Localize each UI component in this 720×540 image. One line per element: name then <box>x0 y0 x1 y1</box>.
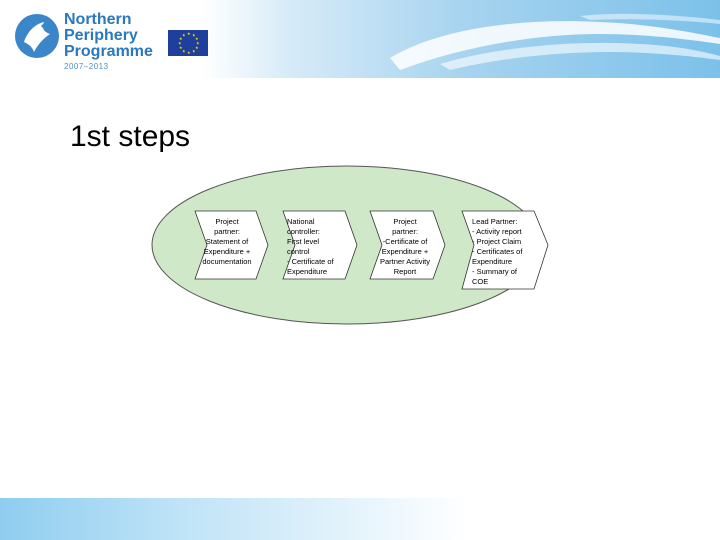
step-1-text: Project partner: Statement of Expenditur… <box>202 217 252 266</box>
step-2-text: National controller: First level control… <box>287 217 334 276</box>
header-swoosh-decoration <box>390 13 720 70</box>
chevron-step-4 <box>461 210 549 290</box>
logo-wordmark: Northern Periphery Programme <box>64 12 153 60</box>
svg-text:★: ★ <box>195 45 199 50</box>
logo-line-1: Northern <box>64 11 132 28</box>
logo-line-3: Programme <box>64 43 153 60</box>
logo-years: 2007–2013 <box>64 62 109 71</box>
svg-text:★: ★ <box>179 36 183 41</box>
logo-line-2: Periphery <box>64 27 138 44</box>
footer-banner <box>0 498 720 540</box>
slide-title: 1st steps <box>70 120 191 153</box>
svg-text:★: ★ <box>182 33 186 38</box>
process-diagram-shapes <box>151 165 549 325</box>
svg-text:★: ★ <box>196 41 200 46</box>
svg-text:★: ★ <box>187 50 191 55</box>
eu-flag-icon: ★ ★ ★ ★ ★ ★ ★ ★ ★ ★ ★ ★ <box>168 30 208 56</box>
chevron-step-3 <box>369 210 446 280</box>
step-4-text: Lead Partner: - Activity report - Projec… <box>472 217 523 286</box>
bird-logo-icon <box>15 14 59 58</box>
chevron-step-2 <box>282 210 358 280</box>
programme-logo[interactable]: Northern Periphery Programme 2007–2013 <box>12 10 162 72</box>
chevron-step-1 <box>194 210 269 280</box>
svg-text:★: ★ <box>179 45 183 50</box>
svg-text:★: ★ <box>192 33 196 38</box>
step-3-text: Project partner: -Certificate of Expendi… <box>379 217 431 276</box>
svg-text:★: ★ <box>195 36 199 41</box>
svg-text:★: ★ <box>187 31 191 36</box>
svg-text:★: ★ <box>192 49 196 54</box>
svg-text:★: ★ <box>178 41 182 46</box>
header-banner: Northern Periphery Programme 2007–2013 ★… <box>0 0 720 78</box>
svg-text:★: ★ <box>182 49 186 54</box>
process-diagram: Project partner: Statement of Expenditur… <box>150 165 580 325</box>
